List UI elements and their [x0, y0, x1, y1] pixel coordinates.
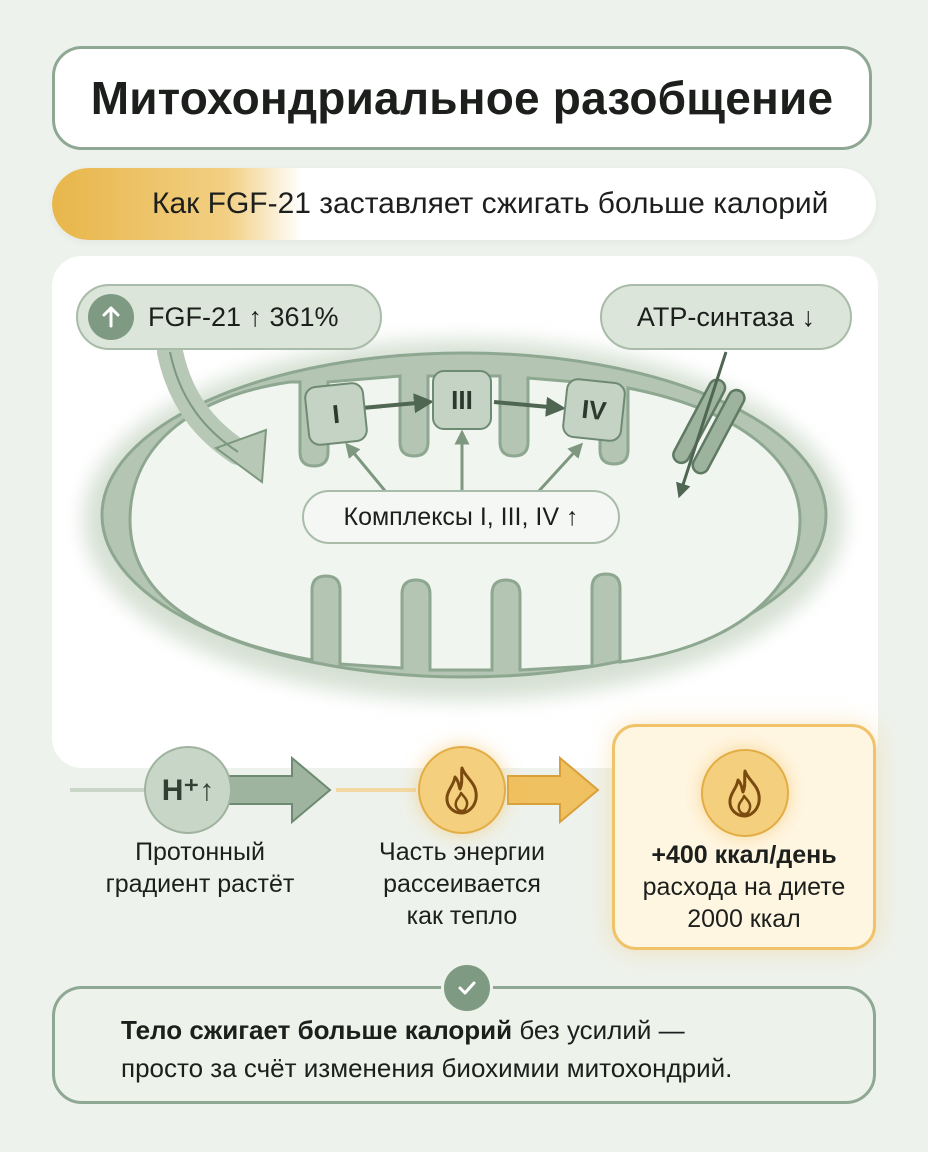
conclusion-line1: Тело сжигает больше калорий без усилий — — [121, 1011, 873, 1049]
proton-gradient-icon: H⁺↑ — [144, 746, 232, 834]
fgf-arrow-head — [213, 428, 268, 484]
step-heat-line2: рассеивается — [383, 870, 541, 898]
page-title: Митохондриальное разобщение — [90, 72, 834, 124]
arrow-to-i — [345, 442, 388, 493]
subtitle: Как FGF-21 заставляет сжигать больше кал… — [152, 168, 828, 240]
subtitle-highlight-bg — [52, 168, 302, 240]
complexes-label: Комплексы I, III, IV ↑ — [302, 490, 620, 544]
fgf21-label: FGF-21 ↑ 361% — [148, 301, 339, 332]
step-proton-line1: Протонный — [135, 838, 265, 866]
subtitle-rest: заставляет сжигать больше калорий — [310, 187, 829, 220]
up-arrow-icon — [88, 294, 134, 340]
result-line3: 2000 ккал — [687, 905, 801, 933]
fgf-arrow-outline — [169, 351, 239, 453]
atp-synthase — [672, 378, 746, 475]
flame-icon — [418, 746, 506, 834]
fgf21-pill: FGF-21 ↑ 361% — [76, 284, 382, 350]
atp-synthase-pill: ATP-синтаза ↓ — [600, 284, 852, 350]
complex-iii: III — [432, 370, 492, 430]
step-heat-line1: Часть энергии — [379, 838, 545, 866]
conclusion-rest: без усилий — — [512, 1015, 685, 1045]
step-proton-text: Протонный градиент растёт — [80, 836, 320, 900]
result-box: +400 ккал/день расхода на диете 2000 кка… — [612, 724, 876, 950]
atp-synthase-label: ATP-синтаза ↓ — [636, 301, 816, 332]
arrow-i-to-iii — [361, 393, 434, 414]
result-line1: +400 ккал/день — [651, 841, 837, 869]
step-proton-line2: градиент растёт — [105, 870, 295, 898]
step-heat-line3: как тепло — [406, 902, 518, 930]
result-text: +400 ккал/день расхода на диете 2000 кка… — [615, 839, 873, 935]
proton-icon-text: H⁺↑ — [161, 773, 215, 807]
check-icon — [441, 962, 493, 1014]
step-heat-text: Часть энергии рассеивается как тепло — [346, 836, 578, 932]
subtitle-bar: Как FGF-21 заставляет сжигать больше кал… — [52, 168, 876, 240]
flow-arrow-amber — [507, 755, 600, 825]
title-box: Митохондриальное разобщение — [52, 46, 872, 150]
result-flame-icon — [701, 749, 789, 837]
complex-iv: IV — [561, 377, 627, 443]
conclusion-bold: Тело сжигает больше калорий — [121, 1015, 513, 1045]
arrow-to-iv — [536, 442, 584, 494]
result-line2: расхода на диете — [642, 873, 846, 901]
arrow-iii-to-iv — [493, 396, 566, 417]
flow-arrow-green — [227, 755, 332, 825]
subtitle-highlight: Как FGF-21 — [152, 187, 311, 220]
complex-i: I — [303, 381, 369, 447]
atp-arrow — [676, 351, 728, 499]
conclusion-line2: просто за счёт изменения биохимии митохо… — [121, 1053, 733, 1083]
